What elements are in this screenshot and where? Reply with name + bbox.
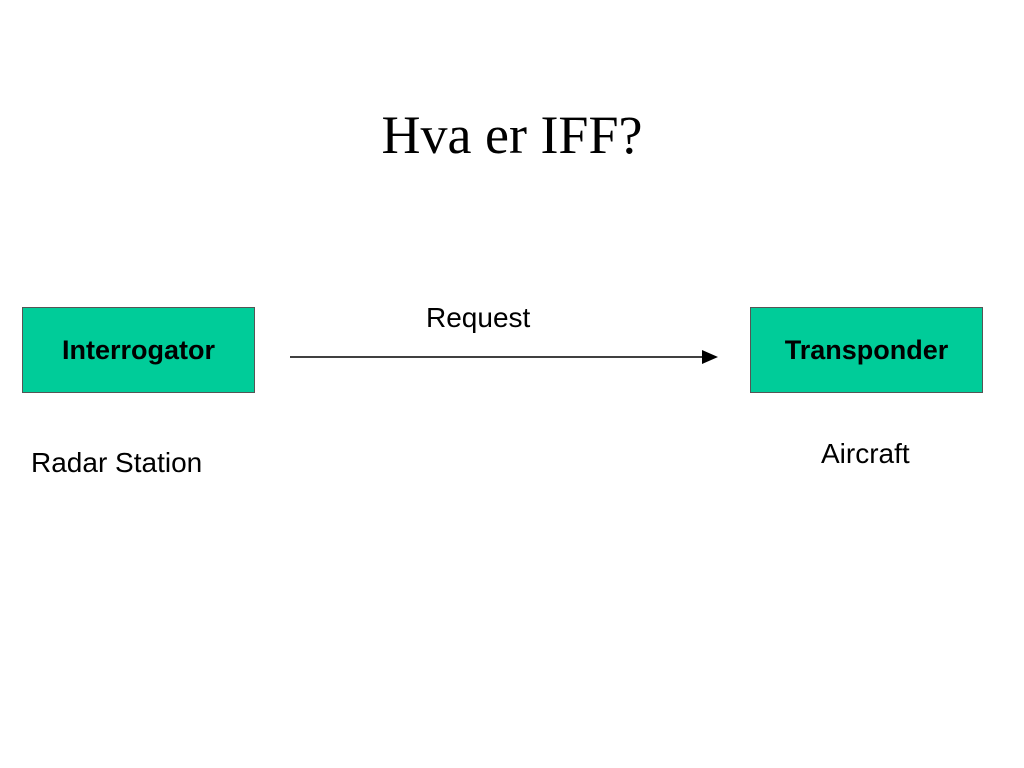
arrow-head (702, 350, 718, 364)
request-label: Request (426, 302, 531, 333)
transponder-box: Transponder (750, 307, 983, 393)
radar-station-caption: Radar Station (31, 447, 203, 478)
aircraft-caption: Aircraft (821, 438, 910, 469)
slide-title: Hva er IFF? (381, 105, 643, 165)
interrogator-label: Interrogator (61, 334, 215, 365)
transponder-label: Transponder (784, 334, 949, 365)
interrogator-box: Interrogator (22, 307, 255, 393)
